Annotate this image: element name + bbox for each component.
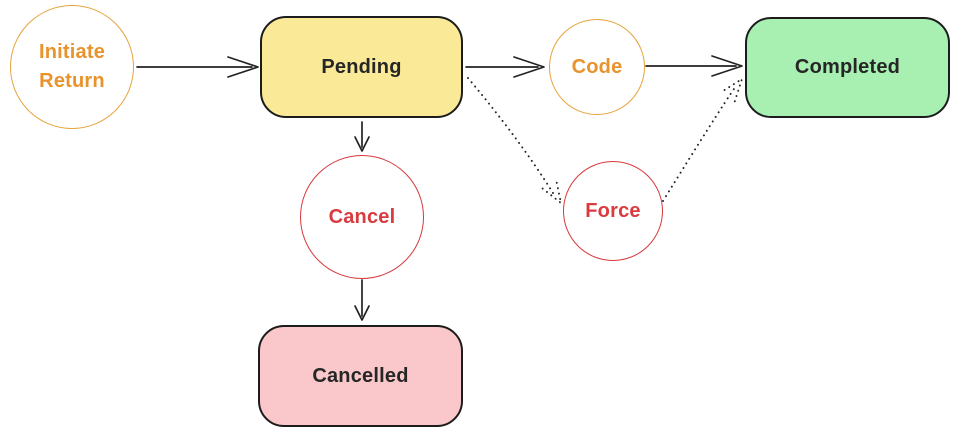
edge-pending-to-force-arrowhead-icon — [541, 179, 562, 204]
node-force-label: Force — [585, 199, 641, 222]
edge-force-to-completed-shaft — [662, 85, 737, 202]
node-cancel-label: Cancel — [328, 205, 396, 228]
edge-force-to-completed-arrowhead-icon — [721, 78, 743, 103]
edge-cancel-to-cancelled-arrowhead-icon — [354, 305, 370, 321]
edge-pending-to-force-shaft — [467, 77, 554, 194]
node-initiate-return: Initiate Return — [10, 5, 134, 129]
node-cancel: Cancel — [300, 155, 424, 279]
node-code: Code — [549, 19, 645, 115]
node-completed-label: Completed — [794, 56, 901, 78]
node-pending: Pending — [260, 16, 463, 118]
node-completed: Completed — [745, 17, 950, 118]
edge-initiate-to-pending-arrowhead-icon — [227, 56, 259, 78]
edge-pending-to-cancel-arrowhead-icon — [354, 136, 370, 152]
edge-pending-to-code-arrowhead-icon — [513, 56, 545, 78]
node-initiate-return-label: Initiate Return — [38, 41, 106, 92]
node-pending-label: Pending — [321, 55, 402, 78]
node-force: Force — [563, 161, 663, 261]
edge-code-to-completed-arrowhead-icon — [711, 55, 743, 77]
node-cancelled: Cancelled — [258, 325, 463, 427]
node-code-label: Code — [571, 55, 623, 78]
node-cancelled-label: Cancelled — [312, 364, 409, 387]
